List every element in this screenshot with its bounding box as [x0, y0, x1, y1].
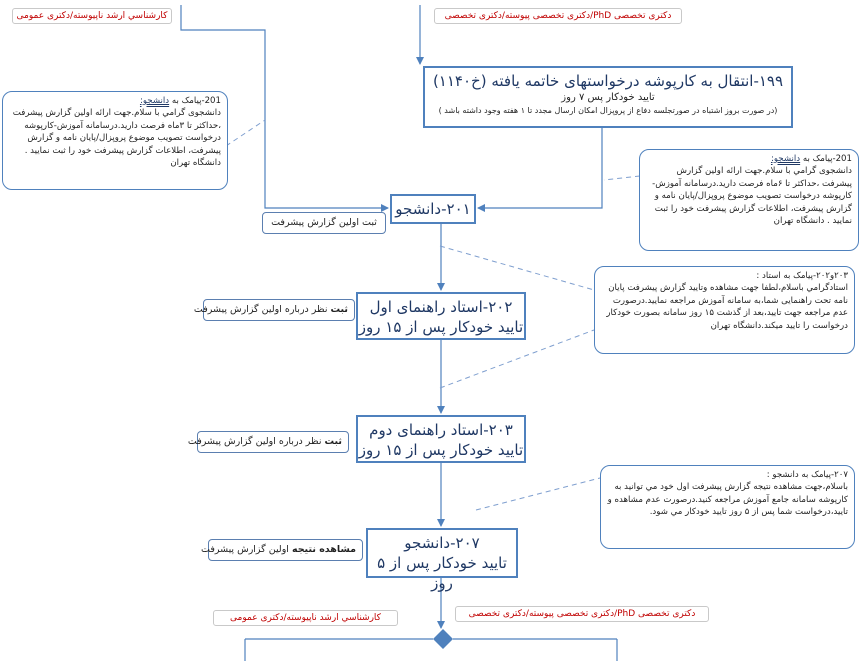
- node-202-supervisor-1[interactable]: ۲۰۲-استاد راهنمای اول تایید خودکار پس از…: [356, 292, 526, 340]
- connector-top-left-to-201: [180, 5, 389, 212]
- note-201-right-body: دانشجوی گرامي با سلام.جهت ارائه اولین گز…: [652, 166, 852, 227]
- label-202-rest: نظر درباره اولین گزارش پیشرفت: [193, 304, 331, 315]
- node-207-title: ۲۰۷-دانشجو: [404, 534, 480, 552]
- tag-top-left: کارشناسي ارشد ناپیوسته/دکتری عمومی: [12, 8, 172, 24]
- note-207-body: باسلام،جهت مشاهده نتیجه گزارش پیشرفت اول…: [607, 482, 848, 518]
- tag-bottom-right: دکتری تخصصی PhD/دکتری تخصصی پیوسته/دکتری…: [455, 606, 709, 622]
- node-199-transfer[interactable]: ۱۹۹-انتقال به کارپوشه درخواستهای خاتمه ی…: [423, 66, 793, 128]
- label-203-bold: ثبت: [324, 436, 342, 447]
- node-201-title: ۲۰۱-دانشجو: [395, 200, 471, 218]
- label-207-rest: اولین گزارش پیشرفت: [200, 544, 292, 555]
- note-202-head: ۲۰۳و۲۰۲-پیامک به استاد :: [756, 271, 848, 281]
- decision-diamond: [244, 629, 618, 661]
- node-199-note: (در صورت بروز اشتباه در صورتجلسه دفاع از…: [438, 106, 778, 115]
- node-203-title: ۲۰۳-استاد راهنمای دوم: [369, 421, 513, 439]
- note-201-sms-right: 201-پیامک به دانشجو: دانشجوی گرامي با سل…: [639, 149, 859, 251]
- node-201-student[interactable]: ۲۰۱-دانشجو: [390, 194, 476, 224]
- node-199-sub: تایید خودکار پس ۷ روز: [561, 92, 655, 103]
- note-connectors-dashed: [225, 119, 641, 511]
- tag-top-right: دکتری تخصصی PhD/دکتری تخصصی پیوسته/دکتری…: [434, 8, 682, 24]
- node-199-title: ۱۹۹-انتقال به کارپوشه درخواستهای خاتمه ی…: [432, 72, 784, 90]
- tag-bottom-left: کارشناسي ارشد ناپیوسته/دکتری عمومی: [213, 610, 398, 626]
- note-201-right-head: 201-پیامک به دانشجو:: [770, 154, 852, 164]
- node-207-sub: تایید خودکار پس از ۵ روز: [377, 554, 507, 592]
- label-207-bold: مشاهده نتیجه: [291, 544, 356, 555]
- label-203-register-opinion: ثبت نظر درباره اولین گزارش پیشرفت: [188, 431, 349, 453]
- note-201-sms-left: 201-پیامک به دانشجو: دانشجوی گرامي با سل…: [2, 91, 228, 190]
- node-202-title: ۲۰۲-استاد راهنمای اول: [369, 298, 513, 316]
- node-203-sub: تایید خودکار پس از ۱۵ روز: [358, 441, 524, 459]
- note-201-left-head: 201-پیامک به دانشجو:: [139, 96, 221, 106]
- label-202-bold: ثبت: [330, 304, 348, 315]
- note-201-left-body: دانشجوی گرامي با سلام.جهت ارائه اولین گز…: [12, 108, 221, 169]
- node-203-supervisor-2[interactable]: ۲۰۳-استاد راهنمای دوم تایید خودکار پس از…: [356, 415, 526, 463]
- connector-199-to-201: [477, 128, 603, 212]
- note-207-head: ۲۰۷-پیامک به دانشجو :: [766, 470, 848, 480]
- note-202-body: استادگرامي باسلام،لطفا جهت مشاهده وتایید…: [606, 283, 848, 331]
- note-207-sms-student: ۲۰۷-پیامک به دانشجو : باسلام،جهت مشاهده …: [600, 465, 855, 549]
- label-203-rest: نظر درباره اولین گزارش پیشرفت: [187, 436, 325, 447]
- label-202-register-opinion: ثبت نظر درباره اولین گزارش پیشرفت: [194, 299, 355, 321]
- note-202-203-sms-professor: ۲۰۳و۲۰۲-پیامک به استاد : استادگرامي باسل…: [594, 266, 855, 354]
- label-207-view-result: مشاهده نتیجه اولین گزارش پیشرفت: [201, 539, 363, 561]
- node-207-student[interactable]: ۲۰۷-دانشجو تایید خودکار پس از ۵ روز: [366, 528, 518, 592]
- label-201-register-progress: ثبت اولین گزارش پیشرفت: [262, 212, 386, 234]
- node-202-sub: تایید خودکار پس از ۱۵ روز: [358, 318, 524, 336]
